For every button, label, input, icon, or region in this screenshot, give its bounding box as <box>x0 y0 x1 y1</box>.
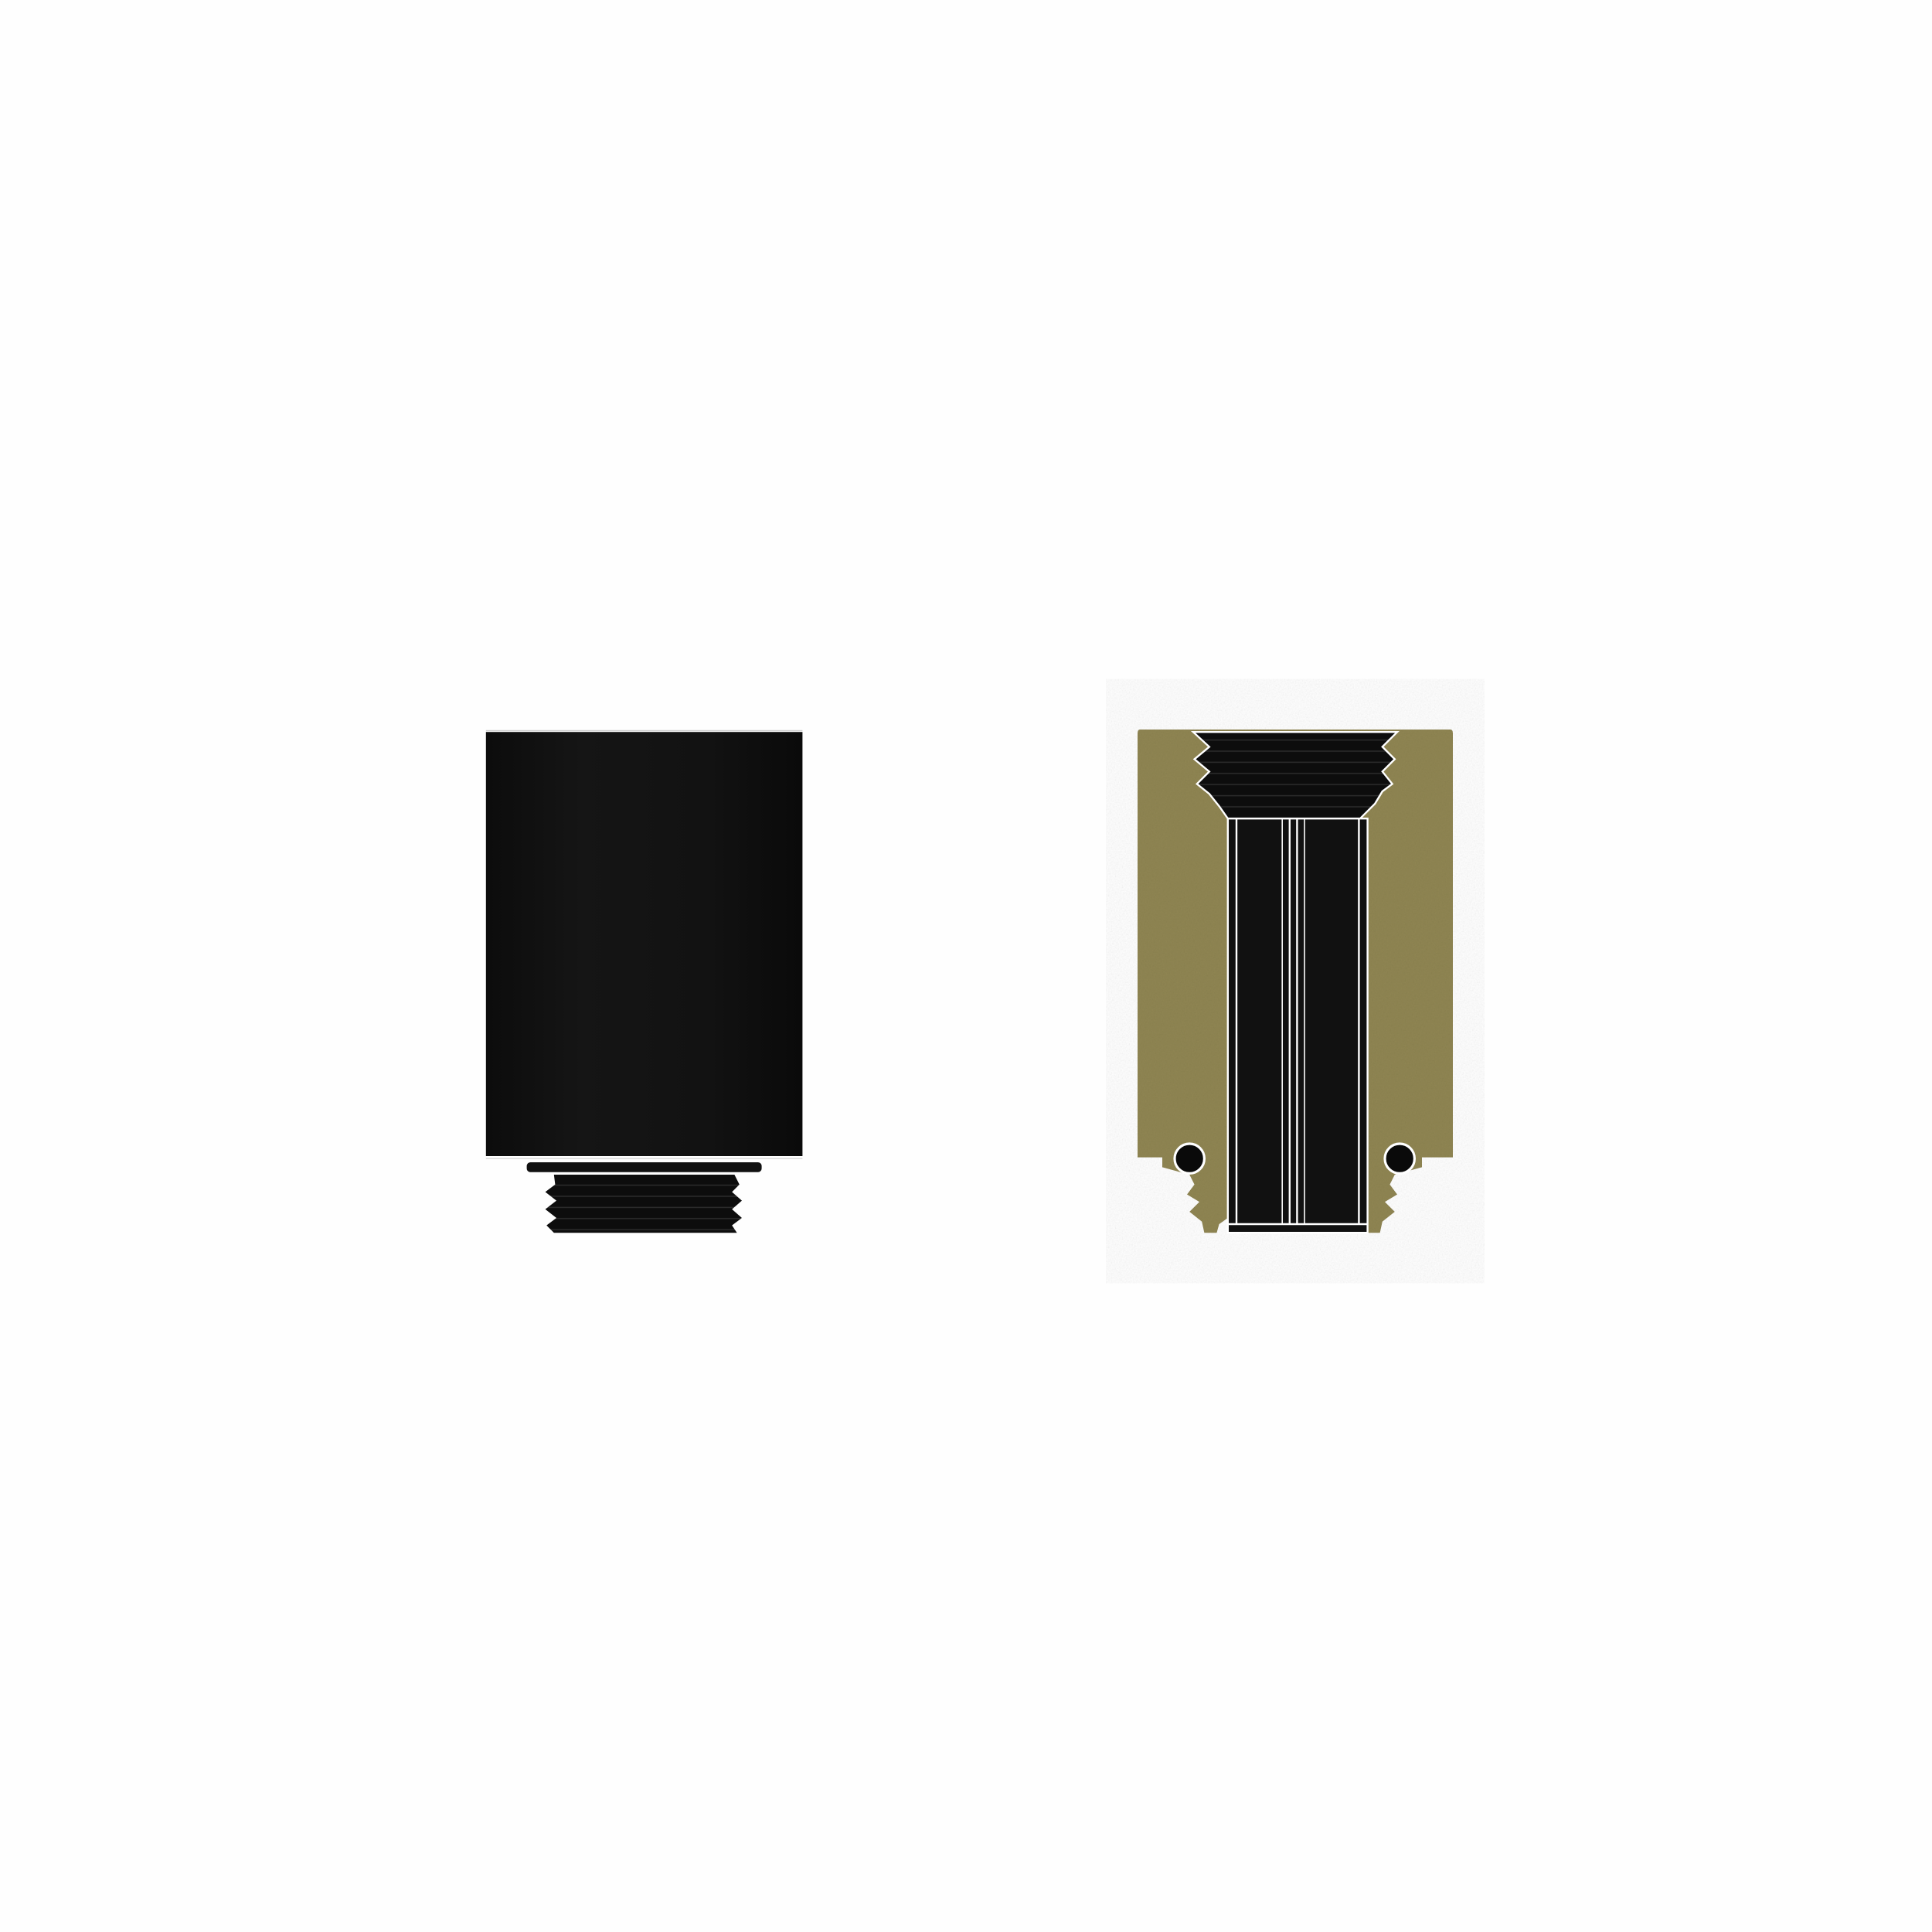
exterior-view <box>485 730 803 1233</box>
inner-tube <box>1226 818 1369 1234</box>
o-ring-right <box>1383 1142 1416 1175</box>
cross-section-view <box>1138 730 1453 1234</box>
o-ring-left <box>1173 1142 1206 1175</box>
brass-section <box>1138 730 1453 1233</box>
male-thread <box>545 1175 742 1233</box>
female-thread <box>1190 731 1400 820</box>
collar <box>526 1162 762 1172</box>
fitting-body <box>485 732 803 1156</box>
